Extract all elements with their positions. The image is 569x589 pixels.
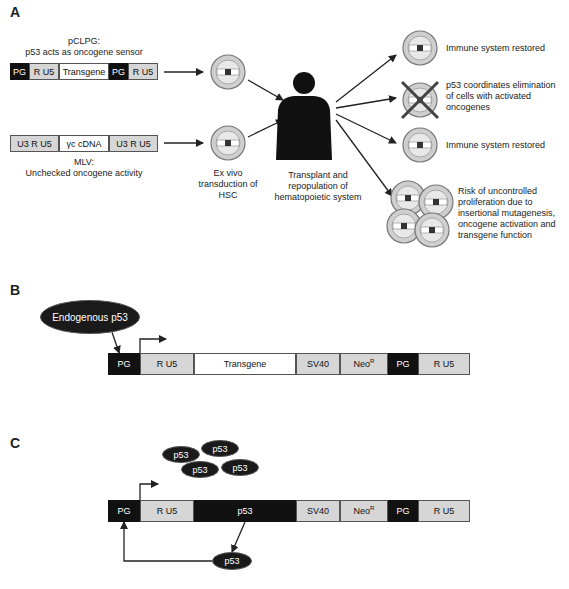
node-text: γc cDNA <box>66 139 101 149</box>
panel-letter: B <box>10 282 40 298</box>
node-text: PG <box>396 506 409 516</box>
annotation: MLV: <box>4 157 164 168</box>
node-text: R U5 <box>434 359 455 369</box>
node-text: p53 <box>212 444 227 454</box>
protein-ellipse: p53 <box>221 459 259 476</box>
node-text: SV40 <box>307 506 329 516</box>
annotation: Immune system restored <box>446 43 564 54</box>
protein-ellipse: Endogenous p53 <box>40 300 140 334</box>
node-text: PG <box>112 67 125 77</box>
node-text: R U5 <box>157 359 178 369</box>
annotation: Transplant and repopulation of hematopoi… <box>270 170 366 203</box>
promoter-box: PG <box>108 500 140 522</box>
node-text: p53 <box>224 556 239 566</box>
annotation: Unchecked oncogene activity <box>4 168 164 179</box>
ltr-box: R U5 <box>140 500 194 522</box>
protein-ellipse: p53 <box>181 461 219 478</box>
ltr-box: R U5 <box>418 500 470 522</box>
node-text: PG <box>396 359 409 369</box>
annotation: p53 coordinates elimination of cells wit… <box>446 80 562 113</box>
ltr-box: U3 R U5 <box>109 135 158 152</box>
node-text: Transgene <box>63 67 106 77</box>
annotation: pCLPG: <box>4 36 164 47</box>
node-text: p53 <box>192 465 207 475</box>
node-text: PG <box>117 506 130 516</box>
gene-box: p53 <box>194 500 296 522</box>
node-text: Endogenous p53 <box>52 312 128 323</box>
node-text: R U5 <box>34 67 55 77</box>
annotation: p53 acts as oncogene sensor <box>4 47 164 58</box>
node-text: U3 R U5 <box>116 139 151 149</box>
node-text: R U5 <box>133 67 154 77</box>
node-text: p53 <box>173 450 188 460</box>
protein-ellipse: p53 <box>212 552 252 570</box>
node-text: p53 <box>232 463 247 473</box>
node-text: Transgene <box>224 359 267 369</box>
transgene-box: γc cDNA <box>59 135 109 152</box>
node-text: R U5 <box>434 506 455 516</box>
marker-box: NeoR <box>340 500 388 522</box>
node-text: PG <box>117 359 130 369</box>
panel-letter: A <box>10 4 40 20</box>
connector-arrow <box>112 332 119 353</box>
element-box: SV40 <box>296 500 340 522</box>
panel-letter: C <box>10 435 40 451</box>
promoter-box: PG <box>388 500 418 522</box>
marker-box: NeoR <box>340 353 388 375</box>
ltr-box: R U5 <box>29 63 59 80</box>
node-text: p53 <box>237 506 252 516</box>
ltr-box: R U5 <box>140 353 194 375</box>
connector-arrow <box>232 522 245 552</box>
annotation: Immune system restored <box>446 140 564 151</box>
promoter-box: PG <box>388 353 418 375</box>
ltr-box: U3 R U5 <box>10 135 59 152</box>
transgene-box: Transgene <box>59 63 109 80</box>
annotation: Ex vivo transduction of HSC <box>190 168 266 201</box>
protein-ellipse: p53 <box>162 446 200 463</box>
element-box: SV40 <box>296 353 340 375</box>
node-text: R U5 <box>157 506 178 516</box>
promoter-box: PG <box>108 353 140 375</box>
protein-ellipse: p53 <box>201 440 239 457</box>
node-text: U3 R U5 <box>17 139 52 149</box>
promoter-box: PG <box>10 63 29 80</box>
superscript: R <box>370 505 374 511</box>
promoter-box: PG <box>109 63 128 80</box>
node-text: PG <box>13 67 26 77</box>
node-text: Neo <box>354 506 371 516</box>
node-text: SV40 <box>307 359 329 369</box>
superscript: R <box>370 358 374 364</box>
ltr-box: R U5 <box>418 353 470 375</box>
node-text: Neo <box>354 359 371 369</box>
ltr-box: R U5 <box>128 63 158 80</box>
connector-arrow <box>124 522 212 561</box>
annotation: Risk of uncontrolled proliferation due t… <box>458 186 564 241</box>
transgene-box: Transgene <box>194 353 296 375</box>
